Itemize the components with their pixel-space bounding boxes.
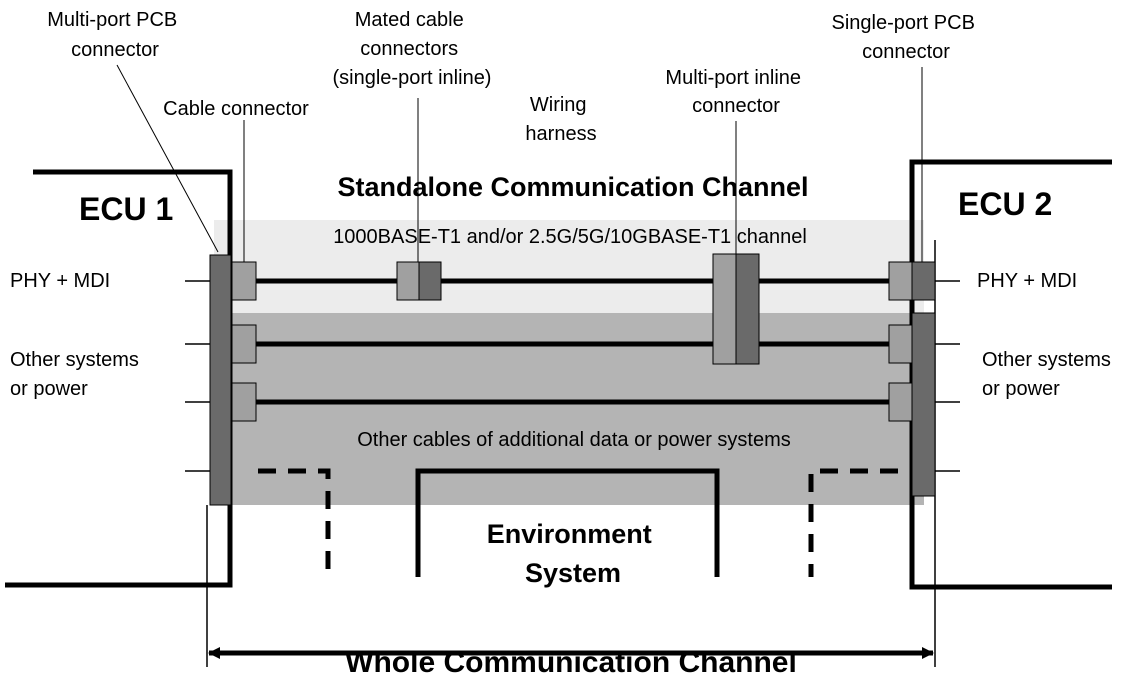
label-mated-cable-line2: connectors <box>360 38 458 60</box>
label-single-port-pcb: Single-port PCB connector <box>832 12 981 63</box>
whole-channel-title: Whole Communication Channel <box>345 646 797 679</box>
other-systems-right: Other systems or power <box>982 349 1116 400</box>
label-wiring-harness-line2: harness <box>525 123 596 145</box>
multi-port-inline-connector-a <box>712 253 737 365</box>
single-port-pcb-connector <box>911 261 936 301</box>
cable-connector-left-3 <box>231 382 257 422</box>
label-multi-port-inline-line1: Multi-port inline <box>665 67 801 89</box>
ecu2-outline <box>909 159 1112 590</box>
label-multi-port-inline-line2: connector <box>692 95 780 117</box>
label-mated-cable-line1: Mated cable <box>355 9 464 31</box>
other-cables-label: Other cables of additional data or power… <box>357 429 791 451</box>
cable-connector-right-2 <box>888 324 913 364</box>
other-systems-right-line2: or power <box>982 378 1060 400</box>
label-mated-cable-line3: (single-port inline) <box>333 67 492 89</box>
label-multi-port-pcb-line1: Multi-port PCB <box>47 9 177 31</box>
multi-port-pcb-connector <box>209 254 232 506</box>
mated-cable-connector-b <box>418 261 442 301</box>
phy-mdi-left: PHY + MDI <box>10 270 110 292</box>
other-systems-right-line1: Other systems <box>982 349 1111 371</box>
environment-line1: Environment <box>487 519 652 549</box>
ecu2-label: ECU 2 <box>958 186 1052 222</box>
environment-line2: System <box>525 558 621 588</box>
cable-connector-right-3 <box>888 382 913 422</box>
phy-mdi-right: PHY + MDI <box>977 270 1077 292</box>
t1-channel-label: 1000BASE-T1 and/or 2.5G/5G/10GBASE-T1 ch… <box>333 226 807 248</box>
environment-system-label: Environment System <box>487 519 660 588</box>
label-cable-connector: Cable connector <box>163 98 309 120</box>
label-multi-port-pcb-line2: connector <box>71 39 159 61</box>
standalone-channel-band <box>214 220 924 313</box>
dashed-line-right <box>808 468 898 577</box>
label-single-port-pcb-line1: Single-port PCB <box>832 12 975 34</box>
standalone-channel-title: Standalone Communication Channel <box>337 172 808 202</box>
label-single-port-pcb-line2: connector <box>862 41 950 63</box>
label-mated-cable: Mated cable connectors (single-port inli… <box>333 9 492 89</box>
other-systems-left-line2: or power <box>10 378 88 400</box>
leader-multi-port-pcb <box>116 64 219 253</box>
label-multi-port-inline: Multi-port inline connector <box>665 67 806 117</box>
label-multi-port-pcb: Multi-port PCB connector <box>47 9 183 61</box>
multi-port-inline-connector-b <box>735 253 760 365</box>
ecu2-multi-port-connector <box>911 312 936 497</box>
cable-connector-left-1 <box>231 261 257 301</box>
environment-system-box <box>415 468 720 577</box>
ecu1-label: ECU 1 <box>79 191 173 227</box>
mated-cable-connector-a <box>396 261 420 301</box>
label-wiring-harness-line1: Wiring <box>530 94 587 116</box>
other-systems-left: Other systems or power <box>10 349 144 400</box>
cable-connector-left-2 <box>231 324 257 364</box>
cable-connector-right-1 <box>888 261 913 301</box>
other-systems-left-line1: Other systems <box>10 349 139 371</box>
dashed-line-left <box>258 468 331 577</box>
label-wiring-harness: Wiring harness <box>525 94 596 145</box>
